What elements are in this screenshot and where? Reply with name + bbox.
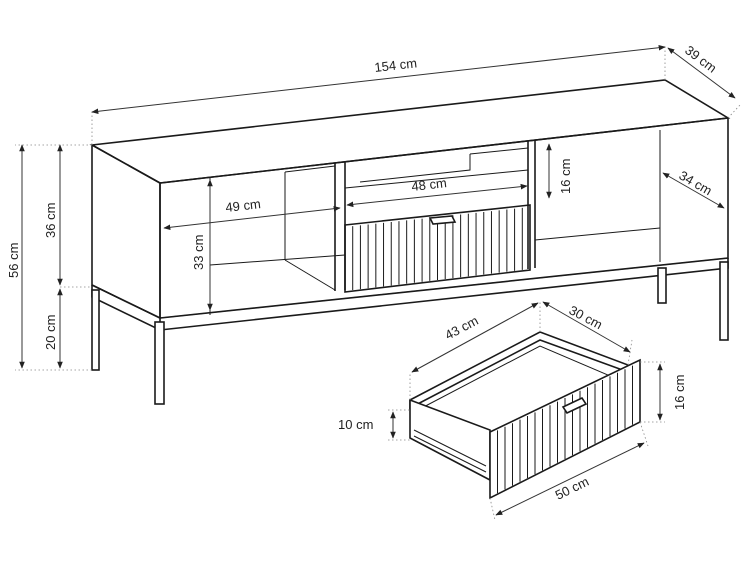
tv-cabinet [89,79,731,405]
leg-back-left [91,289,100,371]
dim-total-height-label: 56 cm [6,243,21,278]
drawer-detail [409,331,641,500]
dim-drawer-depth-label: 30 cm [567,302,605,332]
drawer-ribs [352,207,523,291]
drawer-detail-handle [561,396,588,415]
dim-drawer-front-height-label: 16 cm [672,375,687,410]
dim-inner-depth-label: 34 cm [677,168,715,199]
leg-front-right [719,261,729,341]
dim-shelf-width-label: 49 cm [225,196,262,215]
dim-width-label: 154 cm [374,55,418,75]
cabinet-inner-floor [159,257,729,319]
dim-leg-height-label: 20 cm [43,315,58,350]
dim-drawer-length-label: 43 cm [442,313,480,343]
dim-drawer-front-width-label: 48 cm [411,175,448,194]
drawer-handle [428,215,457,225]
leg-front-left [154,321,165,405]
dim-body-height-label: 36 cm [43,203,58,238]
dim-depth-label: 39 cm [682,42,719,75]
cabinet-drawer-front [344,204,531,293]
cabinet-base-frame [91,284,161,332]
leg-back-right [657,267,667,304]
cabinet-top [89,79,731,184]
dim-shelf-height-label: 33 cm [191,235,206,270]
dim-drawer-inner-height-label: 10 cm [338,417,373,432]
dim-top-compartment-height-label: 16 cm [558,159,573,194]
